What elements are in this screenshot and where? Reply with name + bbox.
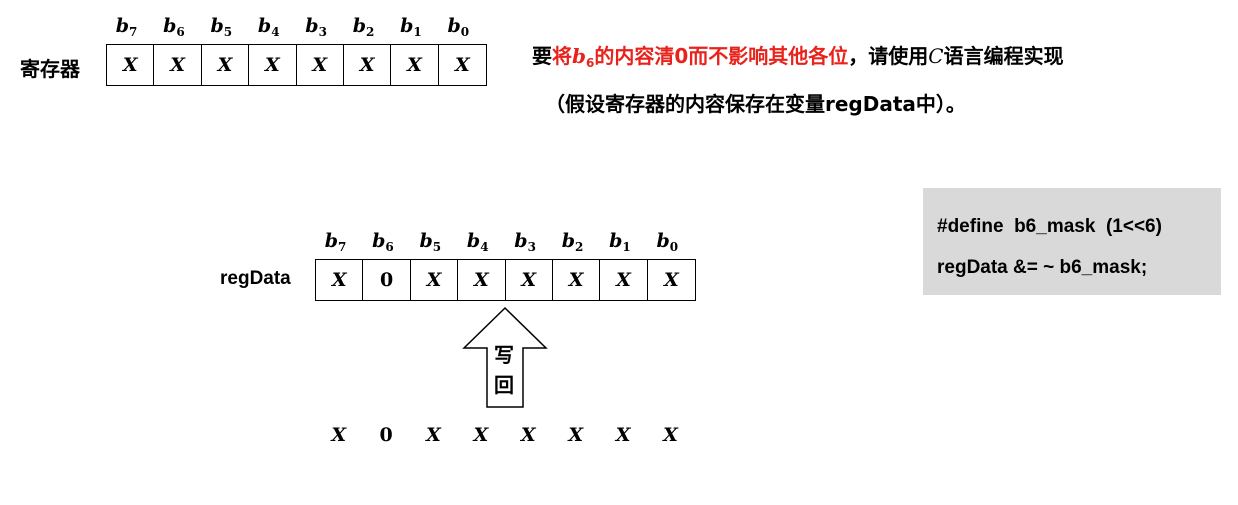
bit-label-b1: b1 xyxy=(400,15,422,39)
bit-label-b3: b3 xyxy=(514,230,536,254)
up-arrow-icon xyxy=(462,306,548,408)
register-cell-b2: X xyxy=(344,45,392,85)
bit-label-b6: b6 xyxy=(163,15,185,39)
bit-label-b5: b5 xyxy=(210,15,233,39)
question-highlight: 将b6的内容清0而不影响其他各位 xyxy=(552,44,849,70)
code-line-1: #define b6_mask (1<<6) xyxy=(937,216,1162,237)
bottom-value-b3: X xyxy=(520,424,536,446)
bottom-value-b2: X xyxy=(568,424,584,446)
bit-label-b7: b7 xyxy=(324,230,347,254)
arrow-label: 写 回 xyxy=(494,343,514,397)
bit-label-b3: b3 xyxy=(305,15,327,39)
bottom-value-b4: X xyxy=(473,424,489,446)
register-cell-b0: X xyxy=(664,269,679,291)
bottom-value-b7: X xyxy=(331,424,347,446)
bit-label-b2: b2 xyxy=(561,230,584,254)
register-cell-b6: X xyxy=(154,45,202,85)
bit-label-b1: b1 xyxy=(609,230,631,254)
register-cell-b7: X xyxy=(107,45,155,85)
register-cell-b7: X xyxy=(316,260,364,300)
bit-label-b4: b4 xyxy=(257,15,280,39)
register-cell-b5: X xyxy=(411,260,459,300)
register-cell-b2: X xyxy=(553,260,601,300)
register-cell-b1: X xyxy=(391,45,439,85)
bit-label-b5: b5 xyxy=(419,230,442,254)
code-box: #define b6_mask (1<<6) regData &= ~ b6_ma… xyxy=(923,188,1221,295)
register-cell-b4: X xyxy=(249,45,297,85)
bit-label-b2: b2 xyxy=(352,15,375,39)
register-cell-b6: 0 xyxy=(363,260,411,300)
register-cell-b3: X xyxy=(297,45,344,85)
bottom-value-b5: X xyxy=(426,424,441,446)
register-cell-b4: X xyxy=(458,260,506,300)
bit-label-b4: b4 xyxy=(466,230,489,254)
bottom-value-b1: X xyxy=(615,424,631,446)
register-label: 寄存器 xyxy=(20,57,80,81)
register-cell-b1: X xyxy=(600,260,648,300)
bit-label-b6: b6 xyxy=(372,230,394,254)
bit-label-b0: b0 xyxy=(447,15,470,39)
regdata-label: regData xyxy=(220,268,291,289)
register-cell-b5: X xyxy=(202,45,250,85)
bit-label-b7: b7 xyxy=(115,15,138,39)
question-line-1: 要将b6的内容清0而不影响其他各位，请使用C语言编程实现 xyxy=(532,44,1064,70)
code-line-2: regData &= ~ b6_mask; xyxy=(937,257,1148,278)
register-cell-b0: X xyxy=(455,54,470,76)
bottom-value-b6: 0 xyxy=(379,424,393,446)
bottom-value-b0: X xyxy=(663,424,678,446)
question-line-2: （假设寄存器的内容保存在变量regData中）。 xyxy=(545,92,966,116)
bit-label-b0: b0 xyxy=(656,230,679,254)
register-cell-b3: X xyxy=(506,260,553,300)
